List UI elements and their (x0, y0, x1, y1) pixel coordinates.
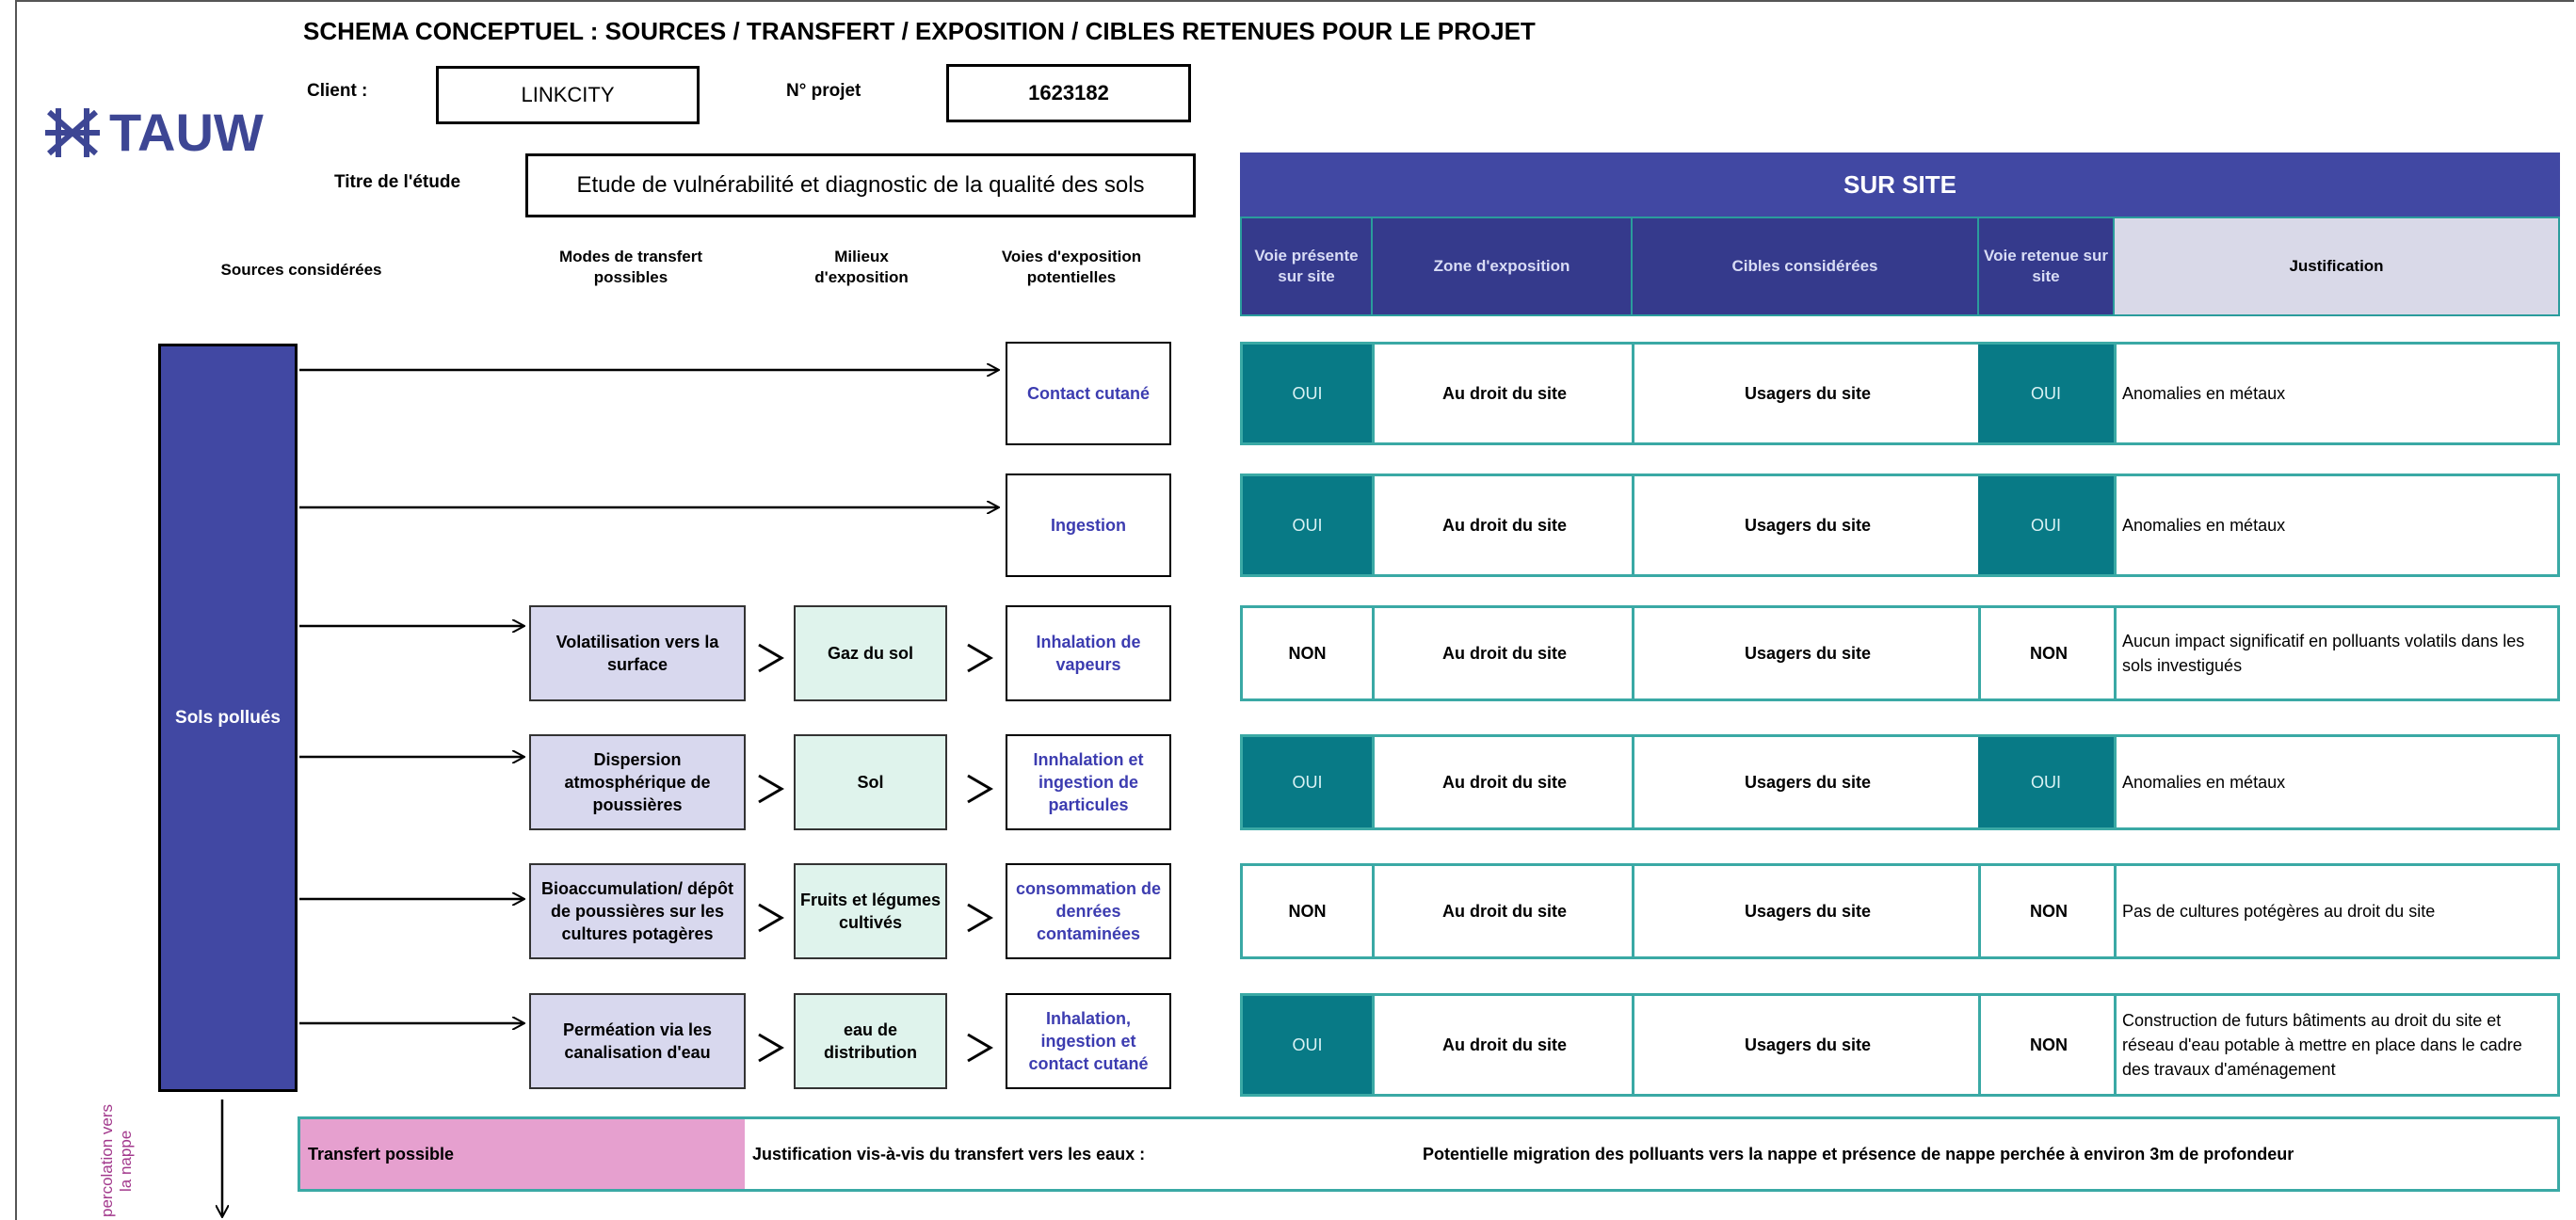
voie-inhalation-particules: Innhalation et ingestion de particules (1006, 734, 1171, 830)
cibles-cell: Usagers du site (1632, 345, 1981, 442)
justification-cell: Anomalies en métaux (2114, 737, 2557, 827)
header-sources: Sources considérées (220, 261, 382, 279)
header-modes: Modes de transfert possibles (558, 248, 703, 286)
milieu-fruits-legumes: Fruits et légumes cultivés (794, 863, 947, 959)
chevron-row-3a (758, 643, 784, 673)
cibles-cell: Usagers du site (1632, 476, 1981, 574)
voie-presente-cell: OUI (1243, 476, 1372, 574)
tauw-logo-icon (45, 107, 100, 157)
voie-retenue-cell: NON (1978, 996, 2117, 1094)
chevron-row-3b (967, 643, 993, 673)
zone-cell: Au droit du site (1372, 737, 1634, 827)
milieu-sol: Sol (794, 734, 947, 830)
client-label: Client : (307, 81, 368, 101)
voie-presente-cell: OUI (1243, 737, 1372, 827)
justification-cell: Anomalies en métaux (2114, 345, 2557, 442)
cibles-cell: Usagers du site (1632, 608, 1981, 698)
milieu-gaz-du-sol: Gaz du sol (794, 605, 947, 701)
voie-inhalation-ingestion-contact: Inhalation, ingestion et contact cutané (1006, 993, 1171, 1089)
etude-label: Titre de l'étude (334, 172, 461, 192)
chevron-row-4a (758, 774, 784, 804)
header-milieux: Milieux d'exposition (814, 248, 909, 286)
voie-presente-cell: NON (1288, 643, 1327, 663)
table-row: NON Au droit du site Usagers du site NON… (1240, 863, 2560, 959)
col-cibles: Cibles considérées (1631, 217, 1979, 316)
voie-retenue-cell: NON (1978, 866, 2117, 956)
diagram-title: SCHEMA CONCEPTUEL : SOURCES / TRANSFERT … (303, 17, 1536, 45)
chevron-row-4b (967, 774, 993, 804)
zone-cell: Au droit du site (1372, 476, 1634, 574)
transfert-justification-text: Potentielle migration des polluants vers… (1423, 1144, 2294, 1164)
col-voie-presente: Voie présente sur site (1240, 217, 1373, 316)
voie-presente-cell: NON (1288, 901, 1327, 921)
etude-value: Etude de vulnérabilité et diagnostic de … (525, 153, 1196, 217)
voie-presente-cell: OUI (1243, 996, 1372, 1094)
chevron-row-5a (758, 903, 784, 933)
table-row: OUI Au droit du site Usagers du site OUI… (1240, 734, 2560, 830)
source-sols-pollues: Sols pollués (158, 344, 298, 1092)
justification-cell: Construction de futurs bâtiments au droi… (2114, 996, 2557, 1094)
page-frame (15, 0, 2574, 1220)
justification-cell: Pas de cultures potégères au droit du si… (2114, 866, 2557, 956)
mode-volatilisation: Volatilisation vers la surface (529, 605, 746, 701)
zone-cell: Au droit du site (1372, 996, 1634, 1094)
logo-text: TAUW (109, 103, 264, 162)
col-voie-retenue: Voie retenue sur site (1977, 217, 2115, 316)
voie-contact-cutane: Contact cutané (1006, 342, 1171, 445)
voie-retenue-cell: OUI (1978, 476, 2114, 574)
mode-bioaccumulation: Bioaccumulation/ dépôt de poussières sur… (529, 863, 746, 959)
voie-presente-cell: OUI (1243, 345, 1372, 442)
justification-cell: Anomalies en métaux (2114, 476, 2557, 574)
tauw-logo: TAUW (41, 102, 264, 163)
col-zone-exposition: Zone d'exposition (1371, 217, 1633, 316)
voie-retenue-cell: OUI (1978, 737, 2114, 827)
voie-consommation: consommation de denrées contaminées (1006, 863, 1171, 959)
mode-dispersion: Dispersion atmosphérique de poussières (529, 734, 746, 830)
projet-value: 1623182 (946, 64, 1191, 122)
zone-cell: Au droit du site (1372, 866, 1634, 956)
chevron-row-6a (758, 1033, 784, 1063)
table-row: OUI Au droit du site Usagers du site OUI… (1240, 342, 2560, 445)
transfert-justification-label: Justification vis-à-vis du transfert ver… (752, 1144, 1146, 1164)
chevron-row-6b (967, 1033, 993, 1063)
zone-cell: Au droit du site (1372, 345, 1634, 442)
voie-retenue-cell: OUI (1978, 345, 2114, 442)
cibles-cell: Usagers du site (1632, 737, 1981, 827)
table-row: OUI Au droit du site Usagers du site OUI… (1240, 474, 2560, 577)
chevron-row-5b (967, 903, 993, 933)
voie-inhalation-vapeurs: Inhalation de vapeurs (1006, 605, 1171, 701)
voie-ingestion: Ingestion (1006, 474, 1171, 577)
zone-cell: Au droit du site (1372, 608, 1634, 698)
client-value: LINKCITY (436, 66, 700, 124)
projet-label: N° projet (786, 81, 861, 101)
transfer-row: Transfert possible Justification vis-à-v… (298, 1116, 2560, 1192)
mode-permeation: Perméation via les canalisation d'eau (529, 993, 746, 1089)
voie-retenue-cell: NON (1978, 608, 2117, 698)
cibles-cell: Usagers du site (1632, 996, 1981, 1094)
milieu-eau-distribution: eau de distribution (794, 993, 947, 1089)
col-justification: Justification (2113, 217, 2560, 316)
transfert-possible: Transfert possible (300, 1119, 745, 1189)
header-voies: Voies d'exposition potentielles (1001, 248, 1142, 286)
justification-cell: Aucun impact significatif en polluants v… (2114, 608, 2557, 698)
table-row: NON Au droit du site Usagers du site NON… (1240, 605, 2560, 701)
cibles-cell: Usagers du site (1632, 866, 1981, 956)
table-row: OUI Au droit du site Usagers du site NON… (1240, 993, 2560, 1097)
sur-site-header: SUR SITE (1240, 152, 2560, 217)
